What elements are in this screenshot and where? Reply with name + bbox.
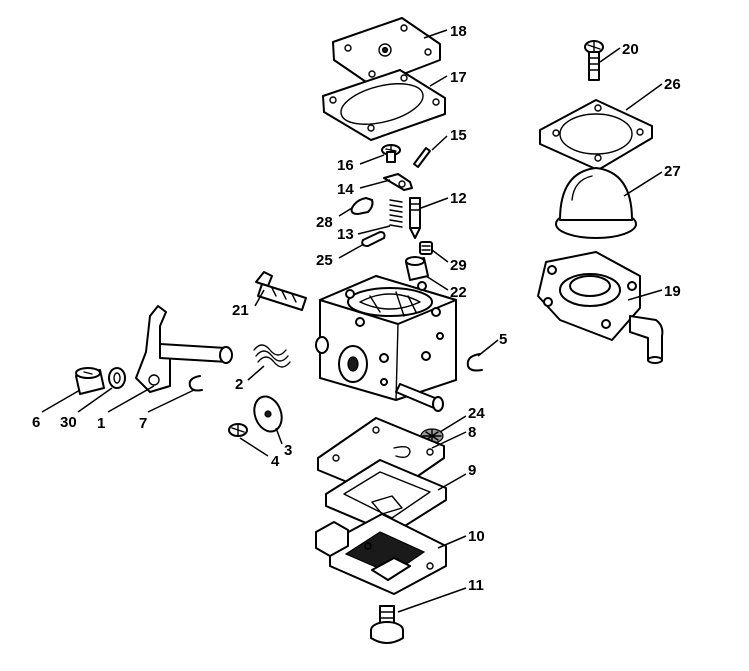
part-16-screw [381, 144, 401, 163]
callout-labels: 18 17 15 16 14 12 28 13 25 29 22 21 20 2… [32, 23, 681, 594]
callout-13: 13 [337, 226, 354, 243]
part-10-end-cover [315, 513, 447, 595]
callout-8: 8 [468, 424, 476, 441]
part-25-spacer [361, 231, 386, 247]
callout-20: 20 [622, 41, 639, 58]
carburetor-body [315, 275, 457, 412]
part-18-pump-diaphragm [332, 17, 441, 87]
leader-lines [41, 29, 663, 613]
part-22-bushing [405, 256, 429, 281]
callout-18: 18 [450, 23, 467, 40]
callout-26: 26 [664, 76, 681, 93]
callout-22: 22 [450, 284, 467, 301]
part-7-e-clip [188, 375, 203, 392]
part-27-primer-bulb [555, 167, 637, 239]
callout-30: 30 [60, 414, 77, 431]
callout-2: 2 [235, 376, 243, 393]
callout-3: 3 [284, 442, 292, 459]
callout-29: 29 [450, 257, 467, 274]
callout-14: 14 [337, 181, 354, 198]
callout-5: 5 [499, 331, 507, 348]
callout-27: 27 [664, 163, 681, 180]
part-4-screw [228, 423, 248, 437]
part-3-throttle-plate [253, 395, 283, 433]
callout-28: 28 [316, 214, 333, 231]
callout-19: 19 [664, 283, 681, 300]
callout-21: 21 [232, 302, 249, 319]
part-19-primer-housing [537, 251, 664, 364]
part-6-knob [75, 367, 105, 395]
part-9-gasket [325, 459, 447, 535]
part-30-washer [108, 367, 126, 389]
part-26-primer-gasket [539, 99, 653, 171]
callout-17: 17 [450, 69, 467, 86]
part-2-torsion-spring [253, 344, 291, 368]
part-21-throttle-shaft [255, 271, 307, 311]
callout-10: 10 [468, 528, 485, 545]
part-15-pin [413, 147, 431, 168]
callout-16: 16 [337, 157, 354, 174]
callout-1: 1 [97, 415, 105, 432]
callout-24: 24 [468, 405, 485, 422]
part-28-spacer [350, 197, 374, 215]
part-12-inlet-needle [409, 197, 421, 239]
part-29-sleeve [419, 241, 433, 255]
part-17-gasket [322, 69, 446, 141]
part-13-spring [389, 199, 403, 228]
part-11-screw [370, 605, 404, 644]
callout-9: 9 [468, 462, 476, 479]
callout-4: 4 [271, 453, 280, 470]
callout-15: 15 [450, 127, 467, 144]
callout-11: 11 [468, 577, 484, 594]
part-20-screw [584, 40, 604, 81]
part-5-e-clip [466, 353, 483, 372]
callout-25: 25 [316, 252, 333, 269]
callout-7: 7 [139, 415, 147, 432]
part-14-control-lever [383, 173, 413, 191]
callout-12: 12 [450, 190, 467, 207]
callout-6: 6 [32, 414, 40, 431]
part-1-throttle-lever [135, 305, 233, 393]
